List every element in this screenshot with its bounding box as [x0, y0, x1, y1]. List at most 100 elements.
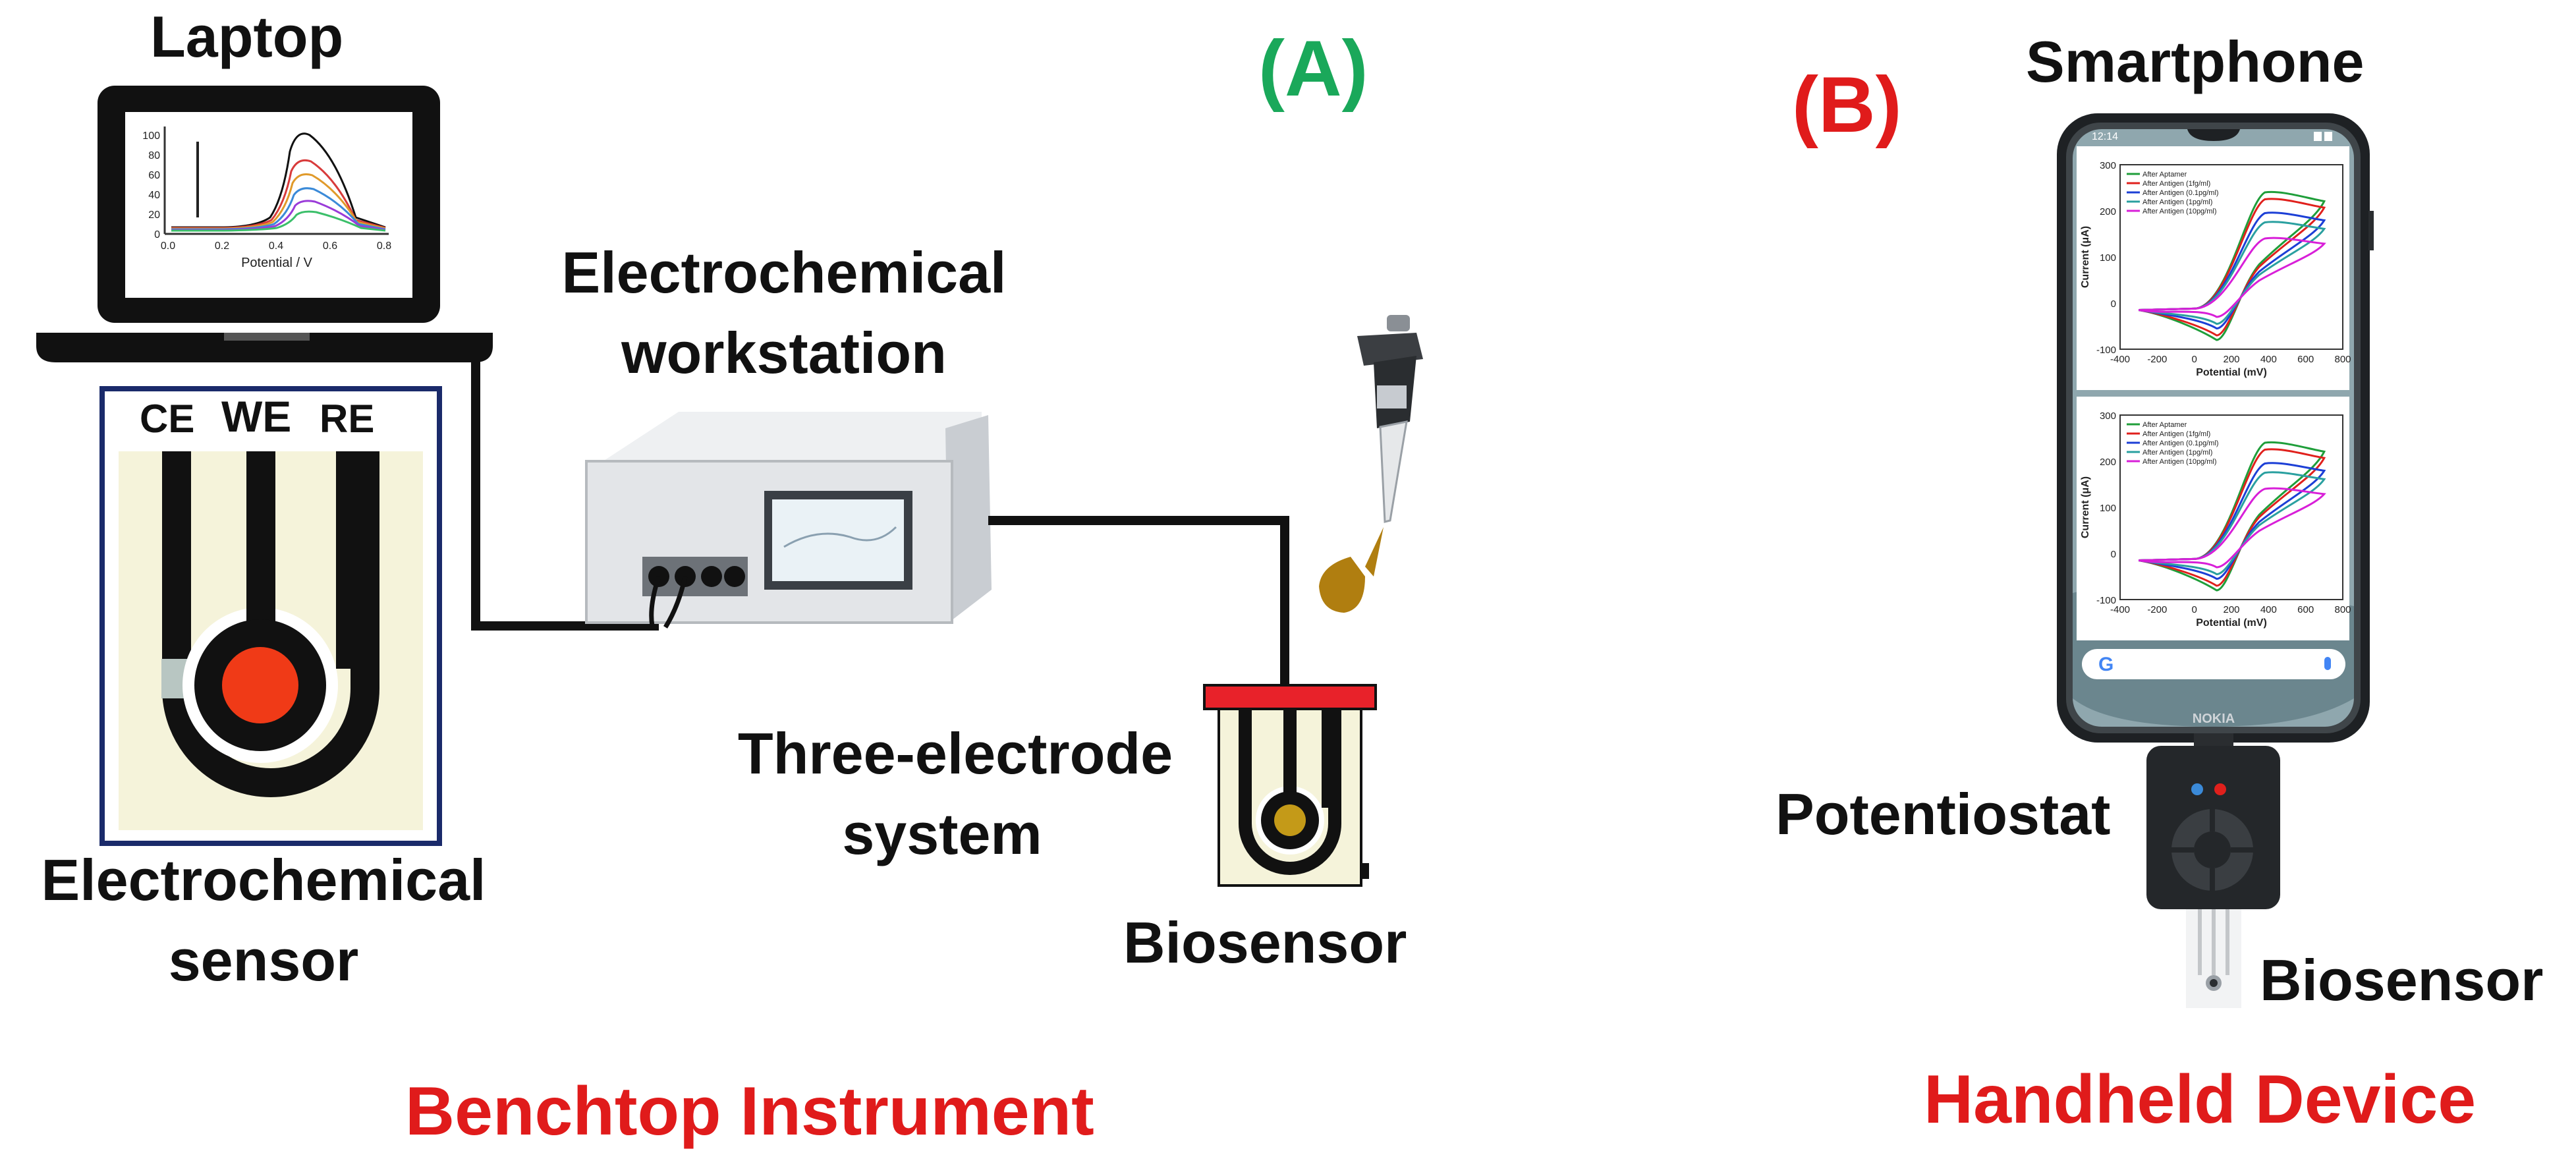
phone-chart-xtick: 400: [2260, 604, 2277, 615]
phone-chart-ytick: 200: [2100, 206, 2116, 217]
phone-chart-xtick: -200: [2147, 354, 2167, 365]
phone-chart-xtick: 600: [2297, 354, 2314, 365]
phone-chart-bottom: -100 0 100 200 300 -400 -200 0 200 400 600 800Poten…: [2080, 410, 2351, 629]
laptop-chart-xtick: 0.2: [215, 240, 229, 252]
microphone-icon[interactable]: [2324, 657, 2331, 670]
workstation-device-icon: [585, 412, 992, 629]
legend-entry: After Antigen (0.1pg/ml): [2142, 189, 2219, 197]
phone-chart-ylabel: Current (μA): [2080, 476, 2091, 538]
phone-chart-xtick: 0: [2191, 604, 2197, 615]
cv-series-line: [2138, 211, 2326, 330]
laptop-chart-xtick: 0.0: [161, 240, 175, 252]
legend-entry: After Antigen (1fg/ml): [2142, 430, 2210, 438]
laptop-chart-ytick: 80: [148, 150, 160, 161]
phone-chart-ytick: 300: [2100, 410, 2116, 422]
potentiostat-device-icon: [2146, 733, 2280, 909]
phone-chart-ytick: 300: [2100, 160, 2116, 171]
phone-chart-top: -100 0 100 200 300 -400 -200 0 200 400 600 800Poten…: [2080, 160, 2351, 378]
phone-chart-ytick: 100: [2100, 252, 2116, 264]
cv-series-line: [2138, 198, 2326, 337]
legend-entry: After Antigen (1fg/ml): [2142, 180, 2210, 188]
cv-series-line: [2138, 471, 2326, 576]
benchtop-instrument-title: Benchtop Instrument: [405, 1073, 1094, 1150]
laptop-icon: 0 20 40 60 80 100 0.0 0.2 0.4 0.6 0.8 Potential /…: [36, 86, 493, 362]
laptop-chart-ytick: 100: [142, 130, 160, 142]
electrochemical-sensor-label-line2: sensor: [168, 928, 359, 994]
phone-chart-ytick: 0: [2111, 298, 2116, 310]
electrochemical-sensor-label: Electrochemical sensor: [7, 847, 520, 994]
phone-chart-xtick: 400: [2260, 354, 2277, 365]
google-icon: G: [2098, 654, 2114, 675]
laptop-screen-chart: 0 20 40 60 80 100 0.0 0.2 0.4 0.6 0.8 Potential /…: [142, 127, 391, 270]
three-electrode-label-line1: Three-electrode: [737, 721, 1173, 786]
phone-chart-xtick: -400: [2110, 604, 2130, 615]
phone-chart-xlabel: Potential (mV): [2196, 367, 2267, 378]
workstation-cable: [988, 516, 1289, 685]
phone-status-time: 12:14: [2092, 131, 2118, 142]
biosensor-strip-b: [2186, 909, 2241, 1008]
phone-chart-xtick: 800: [2334, 604, 2351, 615]
cv-series-line: [2138, 221, 2326, 325]
three-electrode-label-line2: system: [842, 801, 1042, 867]
laptop-chart-ytick: 20: [148, 210, 160, 221]
pipette-icon: [1319, 315, 1423, 613]
phone-chart-xtick: 600: [2297, 604, 2314, 615]
phone-chart-ylabel: Current (μA): [2080, 226, 2091, 288]
phone-chart-ytick: 0: [2111, 549, 2116, 560]
electrochemical-sensor-diagram: [99, 386, 442, 846]
workstation-label: Electrochemical workstation: [527, 242, 1041, 384]
laptop-chart-ytick: 0: [154, 229, 160, 240]
phone-chart-xtick: 800: [2334, 354, 2351, 365]
phone-chart-frame: [2119, 164, 2343, 350]
phone-chart-xtick: -200: [2147, 604, 2167, 615]
laptop-chart-xtick: 0.6: [323, 240, 337, 252]
ce-electrode-label: CE: [140, 397, 195, 441]
phone-chart-xtick: 200: [2223, 604, 2239, 615]
phone-chart-xlabel: Potential (mV): [2196, 617, 2267, 629]
laptop-chart-ytick: 60: [148, 170, 160, 181]
legend-entry: After Antigen (10pg/ml): [2142, 458, 2217, 466]
phone-chart-ytick: 100: [2100, 503, 2116, 514]
smartphone-label: Smartphone: [2026, 29, 2365, 94]
laptop-chart-xlabel: Potential / V: [241, 256, 313, 270]
legend-entry: After Aptamer: [2142, 171, 2187, 179]
laptop-chart-ytick: 40: [148, 190, 160, 201]
workstation-label-line2: workstation: [621, 320, 947, 386]
panel-a-label: (A): [1258, 24, 1368, 113]
laptop-chart-xtick: 0.8: [377, 240, 391, 252]
cv-series-line: [2138, 448, 2326, 587]
cv-series-line: [2138, 237, 2326, 318]
laptop-label: Laptop: [150, 4, 344, 69]
legend-entry: After Antigen (1pg/ml): [2142, 198, 2212, 206]
phone-chart-xtick: -400: [2110, 354, 2130, 365]
phone-brand: NOKIA: [2193, 712, 2235, 726]
biosensor-a-label: Biosensor: [1123, 910, 1407, 975]
potentiostat-label: Potentiostat: [1776, 781, 2111, 847]
cv-series-line: [2138, 487, 2326, 569]
three-electrode-label: Three-electrode system: [692, 723, 1219, 865]
biosensor-strip-a: [1203, 684, 1377, 887]
we-electrode-label: WE: [221, 392, 292, 441]
legend-entry: After Antigen (10pg/ml): [2142, 208, 2217, 215]
phone-chart-ytick: -100: [2096, 345, 2116, 356]
phone-search-bar[interactable]: [2082, 649, 2345, 679]
biosensor-b-label: Biosensor: [2260, 947, 2544, 1013]
workstation-label-line1: Electrochemical: [561, 240, 1007, 305]
panel-b-label: (B): [1792, 61, 1902, 149]
re-electrode-label: RE: [320, 397, 375, 441]
phone-chart-ytick: -100: [2096, 595, 2116, 606]
phone-chart-xtick: 0: [2191, 354, 2197, 365]
cv-series-line: [2138, 462, 2326, 580]
electrochemical-sensor-label-line1: Electrochemical: [41, 847, 486, 913]
laptop-cable: [471, 339, 659, 631]
legend-entry: After Aptamer: [2142, 421, 2187, 429]
handheld-device-title: Handheld Device: [1924, 1061, 2477, 1138]
legend-entry: After Antigen (0.1pg/ml): [2142, 439, 2219, 447]
phone-chart-ytick: 200: [2100, 457, 2116, 468]
phone-chart-frame: [2119, 414, 2343, 600]
smartphone-icon: 12:14 -100 0 100 200 300 -400 -200 0 200 400 600 80…: [2057, 113, 2374, 743]
laptop-chart-xtick: 0.4: [269, 240, 283, 252]
phone-chart-xtick: 200: [2223, 354, 2239, 365]
